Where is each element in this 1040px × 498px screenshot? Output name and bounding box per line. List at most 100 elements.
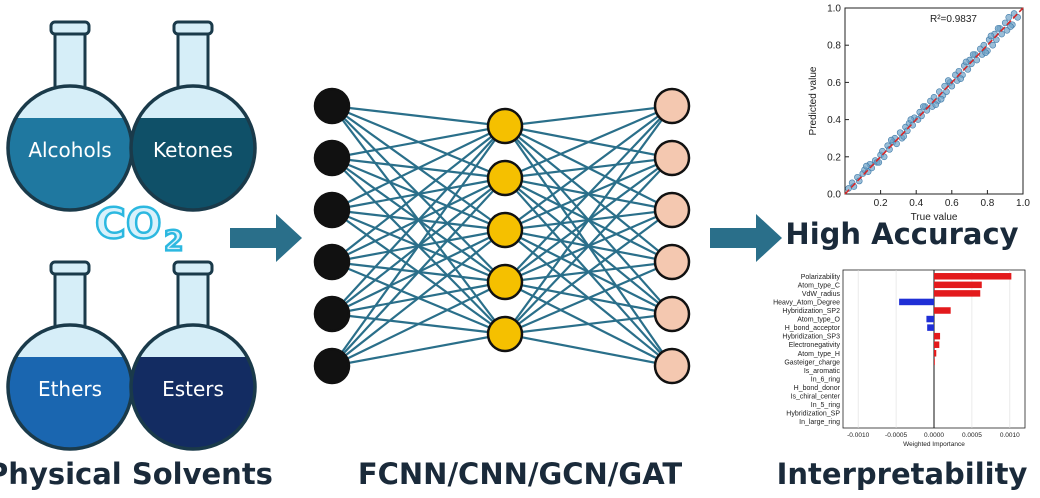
network-edge <box>504 332 673 368</box>
y-tick-label: 0.0 <box>827 190 841 201</box>
scatter-point <box>937 95 945 103</box>
network-edge <box>504 312 673 336</box>
feature-label: VdW_radius <box>802 291 841 298</box>
y-tick-label: 1.0 <box>827 4 841 15</box>
network-edge <box>331 229 506 367</box>
bar-xlabel: Weighted Importance <box>903 441 965 448</box>
x-tick-label: 0.0000 <box>924 432 944 439</box>
flask-liquid <box>131 357 255 449</box>
network-edge <box>504 105 673 335</box>
input-node <box>313 347 351 385</box>
feature-label: Atom_type_C <box>798 282 840 289</box>
network-edge <box>504 157 673 335</box>
input-node <box>313 295 351 333</box>
scatter-point <box>944 77 952 84</box>
hidden-node <box>486 315 524 353</box>
caption-physical-solvents: Physical Solvents <box>0 457 273 491</box>
feature-label: In_6_ring <box>811 376 840 383</box>
scatter-point <box>973 56 981 64</box>
network-edge <box>331 125 506 315</box>
scatter-point <box>998 30 1005 38</box>
feature-label: Hybridization_SP2 <box>782 308 840 315</box>
scatter-xlabel: True value <box>911 212 958 223</box>
feature-label: H_bond_donor <box>794 385 841 392</box>
feature-label: Gasteiger_charge <box>784 359 840 366</box>
feature-label: In_large_ring <box>799 419 840 426</box>
feature-label: Hybridization_SP <box>786 411 840 418</box>
caption-interpretability: Interpretability <box>777 457 1028 491</box>
hidden-node <box>486 263 524 301</box>
network-edge <box>331 124 506 160</box>
network-edge <box>331 104 506 128</box>
flask-label-ketones: Ketones <box>153 138 233 162</box>
importance-bar <box>926 315 934 323</box>
feature-label: Atom_type_H <box>798 351 840 358</box>
scatter-point <box>989 41 997 49</box>
network-edge <box>504 104 673 180</box>
output-node <box>653 87 691 125</box>
importance-bar <box>934 358 935 366</box>
importance-bar <box>934 332 941 340</box>
scatter-point <box>982 49 989 56</box>
output-node <box>653 191 691 229</box>
scatter-point <box>863 162 870 170</box>
scatter-point <box>969 51 977 58</box>
fit-line <box>844 7 1024 195</box>
network-edge <box>331 125 506 211</box>
input-node <box>313 87 351 125</box>
scatter-point <box>907 116 915 123</box>
network-edge <box>331 332 506 368</box>
feature-label: Polarizability <box>801 274 841 281</box>
network-edge <box>504 105 673 283</box>
y-tick-label: 0.6 <box>827 78 841 89</box>
x-tick-label: 0.2 <box>874 198 888 209</box>
importance-bar <box>934 290 981 297</box>
network-edge <box>331 125 506 263</box>
flask-liquid <box>8 357 132 449</box>
network-edge <box>504 104 673 128</box>
y-tick-label: 0.8 <box>827 41 841 52</box>
y-tick-label: 0.2 <box>827 152 841 163</box>
x-tick-label: 0.0005 <box>962 432 982 439</box>
r-squared-annotation: R²=0.9837 <box>930 14 977 25</box>
scatter-point <box>987 32 995 40</box>
feature-label: Is_aromatic <box>804 368 841 375</box>
scatter-point <box>962 58 970 66</box>
importance-bar <box>934 350 937 357</box>
importance-bar <box>927 324 934 331</box>
arrow-right-icon <box>230 214 302 262</box>
scatter-point <box>1007 23 1014 30</box>
y-tick-label: 0.4 <box>827 115 841 126</box>
arrow-right-icon <box>710 214 782 262</box>
hidden-node <box>486 211 524 249</box>
scatter-point <box>1005 13 1013 21</box>
flask-label-alcohols: Alcohols <box>28 138 111 162</box>
output-node <box>653 347 691 385</box>
feature-label: Is_chiral_center <box>791 394 841 401</box>
hidden-node <box>486 107 524 145</box>
feature-label: Atom_type_O <box>797 317 840 324</box>
feature-importance-chart: PolarizabilityAtom_type_CVdW_radiusHeavy… <box>773 269 1026 448</box>
importance-bar <box>934 307 951 314</box>
flask-esters: Esters <box>129 260 257 451</box>
network-edge <box>504 105 673 231</box>
output-node <box>653 295 691 333</box>
scatter-point <box>932 101 940 109</box>
feature-label: H_bond_acceptor <box>785 325 841 332</box>
x-tick-label: 0.4 <box>909 198 923 209</box>
feature-label: Hybridization_SP3 <box>782 334 840 341</box>
caption-high-accuracy: High Accuracy <box>785 217 1018 251</box>
output-node <box>653 139 691 177</box>
network-edge <box>331 125 506 367</box>
neural-network <box>313 87 691 385</box>
network-edge <box>504 209 673 335</box>
scatter-point <box>957 75 965 82</box>
flask-label-esters: Esters <box>162 377 224 401</box>
input-node <box>313 191 351 229</box>
hidden-node <box>486 159 524 197</box>
x-tick-label: 0.6 <box>945 198 959 209</box>
importance-bar <box>934 341 940 348</box>
flask-ketones: Ketones <box>129 20 257 212</box>
network-edge <box>331 177 506 367</box>
